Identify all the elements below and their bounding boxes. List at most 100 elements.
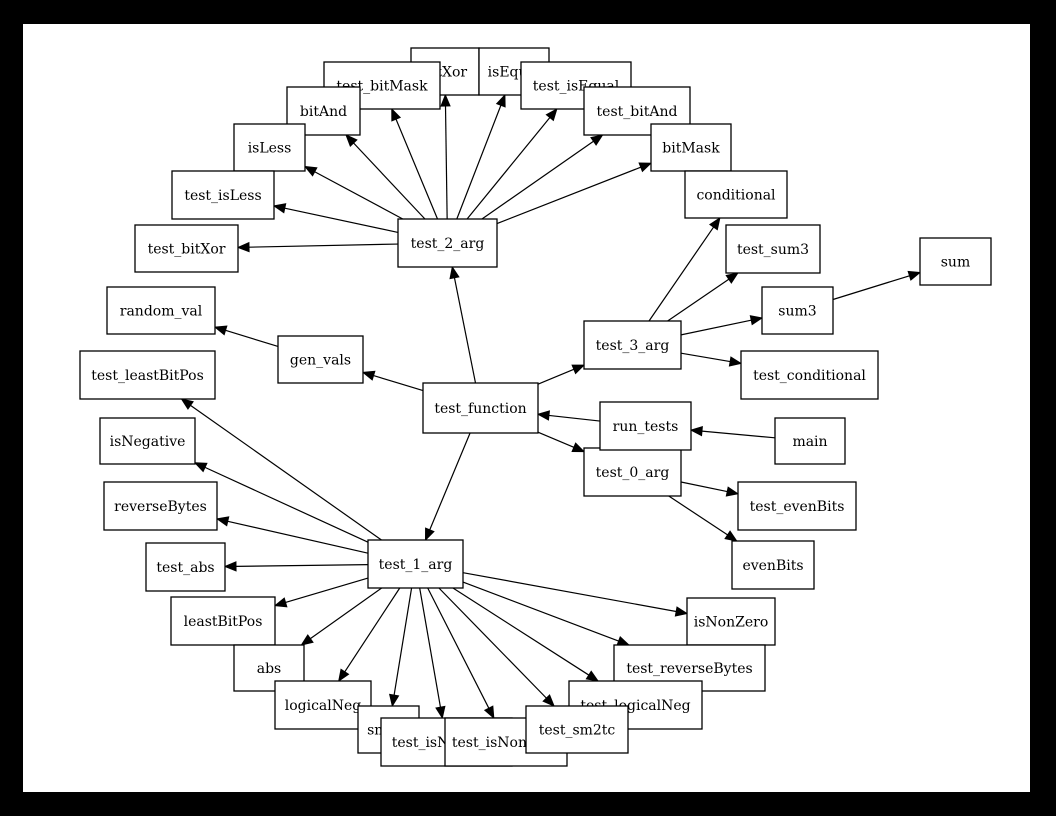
node-box bbox=[274, 680, 372, 730]
node-test_function: test_function bbox=[422, 382, 539, 434]
edge-test_1_arg-to-test_sm2tc bbox=[438, 587, 547, 699]
node-box bbox=[774, 417, 846, 465]
node-label: isNegative bbox=[110, 434, 186, 450]
node-test_conditional: test_conditional bbox=[740, 350, 879, 400]
edge-test_2_arg-to-test_bitMask bbox=[395, 118, 439, 220]
arrowhead-test_3_arg-to-conditional bbox=[709, 216, 721, 231]
edge-test_2_arg-to-test_bitXor bbox=[248, 243, 399, 248]
node-abs: abs bbox=[233, 644, 305, 692]
arrowhead-test_2_arg-to-test_isLess bbox=[272, 203, 287, 214]
node-box bbox=[740, 350, 879, 400]
node-logicalNeg: logicalNeg bbox=[274, 680, 372, 730]
arrowhead-test_1_arg-to-sm2tc bbox=[389, 693, 400, 708]
node-run_tests: run_tests bbox=[599, 401, 692, 451]
node-label: test_leastBitPos bbox=[91, 368, 204, 384]
arrowhead-test_2_arg-to-bitMask bbox=[638, 162, 653, 173]
node-isNegative: isNegative bbox=[99, 417, 196, 465]
edge-main-to-run_tests bbox=[701, 430, 776, 439]
node-test_isLess: test_isLess bbox=[171, 170, 275, 220]
arrowhead-gen_vals-to-random_val bbox=[213, 325, 228, 336]
arrowhead-test_function-to-test_3_arg bbox=[571, 364, 586, 375]
arrowhead-test_function-to-test_2_arg bbox=[449, 265, 460, 280]
arrowhead-test_function-to-test_0_arg bbox=[571, 442, 586, 453]
node-label: sum3 bbox=[778, 304, 816, 320]
edge-test_3_arg-to-test_conditional bbox=[680, 352, 731, 363]
node-box bbox=[725, 224, 821, 274]
node-test_sum3: test_sum3 bbox=[725, 224, 821, 274]
node-label: test_isLess bbox=[184, 188, 261, 204]
arrowhead-run_tests-to-test_function bbox=[536, 410, 551, 421]
node-test_0_arg: test_0_arg bbox=[583, 447, 682, 497]
edge-test_function-to-gen_vals bbox=[373, 374, 424, 392]
node-test_evenBits: test_evenBits bbox=[737, 481, 857, 531]
node-label: isNonZero bbox=[694, 615, 769, 631]
node-box bbox=[79, 350, 216, 400]
edge-test_0_arg-to-evenBits bbox=[668, 495, 728, 536]
node-label: test_reverseBytes bbox=[626, 661, 752, 677]
arrowhead-test_1_arg-to-test_isNonZero bbox=[483, 705, 495, 720]
arrowhead-test_3_arg-to-test_sum3 bbox=[725, 272, 739, 284]
edge-test_2_arg-to-isEqual bbox=[456, 105, 502, 220]
node-main: main bbox=[774, 417, 846, 465]
node-box bbox=[367, 539, 464, 589]
edge-gen_vals-to-random_val bbox=[225, 329, 279, 348]
node-box bbox=[277, 335, 364, 384]
node-box bbox=[650, 123, 732, 172]
node-test_bitXor: test_bitXor bbox=[134, 224, 239, 273]
node-box bbox=[761, 286, 834, 335]
edge-test_3_arg-to-sum3 bbox=[680, 319, 752, 336]
node-test_leastBitPos: test_leastBitPos bbox=[79, 350, 216, 400]
node-box bbox=[583, 320, 682, 370]
arrowhead-test_1_arg-to-test_logicalNeg bbox=[585, 670, 600, 682]
node-box bbox=[737, 481, 857, 531]
node-box bbox=[686, 597, 776, 646]
edge-test_1_arg-to-sm2tc bbox=[393, 587, 413, 696]
arrowhead-test_3_arg-to-test_conditional bbox=[728, 356, 743, 367]
arrowhead-test_1_arg-to-reverseBytes bbox=[215, 516, 230, 527]
edge-test_3_arg-to-test_sum3 bbox=[667, 278, 730, 322]
node-box bbox=[599, 401, 692, 451]
node-test_sm2tc: test_sm2tc bbox=[525, 705, 629, 754]
node-box bbox=[99, 417, 196, 465]
node-box bbox=[731, 540, 815, 590]
node-label: bitAnd bbox=[300, 104, 347, 120]
edge-test_1_arg-to-test_isNegative bbox=[419, 587, 442, 708]
node-label: gen_vals bbox=[290, 353, 351, 369]
node-label: test_function bbox=[434, 401, 526, 417]
node-label: test_1_arg bbox=[379, 557, 453, 573]
arrowhead-test_2_arg-to-test_bitAnd bbox=[590, 134, 604, 146]
edge-sum3-to-sum bbox=[832, 275, 910, 301]
arrowhead-test_3_arg-to-sum3 bbox=[749, 315, 764, 326]
node-label: leastBitPos bbox=[184, 614, 263, 630]
node-sum: sum bbox=[919, 237, 992, 286]
node-box bbox=[397, 218, 498, 268]
node-box bbox=[171, 170, 275, 220]
node-test_abs: test_abs bbox=[145, 542, 226, 592]
node-label: test_evenBits bbox=[750, 499, 845, 515]
node-label: isLess bbox=[248, 141, 292, 157]
edge-test_2_arg-to-test_bitAnd bbox=[481, 140, 594, 220]
node-box bbox=[106, 286, 216, 335]
node-leastBitPos: leastBitPos bbox=[170, 596, 276, 646]
arrowhead-test_1_arg-to-test_abs bbox=[223, 561, 237, 572]
edge-test_2_arg-to-bitMask bbox=[496, 166, 641, 225]
node-label: test_conditional bbox=[753, 368, 866, 384]
node-box bbox=[919, 237, 992, 286]
arrowhead-test_2_arg-to-test_isEqual bbox=[545, 107, 558, 122]
node-label: test_sm2tc bbox=[539, 723, 616, 739]
node-isLess: isLess bbox=[233, 123, 306, 172]
node-label: bitMask bbox=[662, 141, 720, 157]
arrowhead-test_1_arg-to-test_sm2tc bbox=[542, 694, 555, 707]
node-label: test_2_arg bbox=[411, 236, 485, 252]
node-box bbox=[422, 382, 539, 434]
arrowhead-test_2_arg-to-isLess bbox=[303, 165, 318, 177]
edge-run_tests-to-test_function bbox=[548, 414, 601, 422]
edge-test_function-to-test_1_arg bbox=[429, 432, 471, 531]
edge-test_2_arg-to-test_isLess bbox=[284, 207, 399, 234]
node-box bbox=[170, 596, 276, 646]
node-box bbox=[684, 170, 788, 219]
node-label: abs bbox=[257, 661, 282, 677]
node-label: test_0_arg bbox=[596, 465, 670, 481]
node-test_1_arg: test_1_arg bbox=[367, 539, 464, 589]
